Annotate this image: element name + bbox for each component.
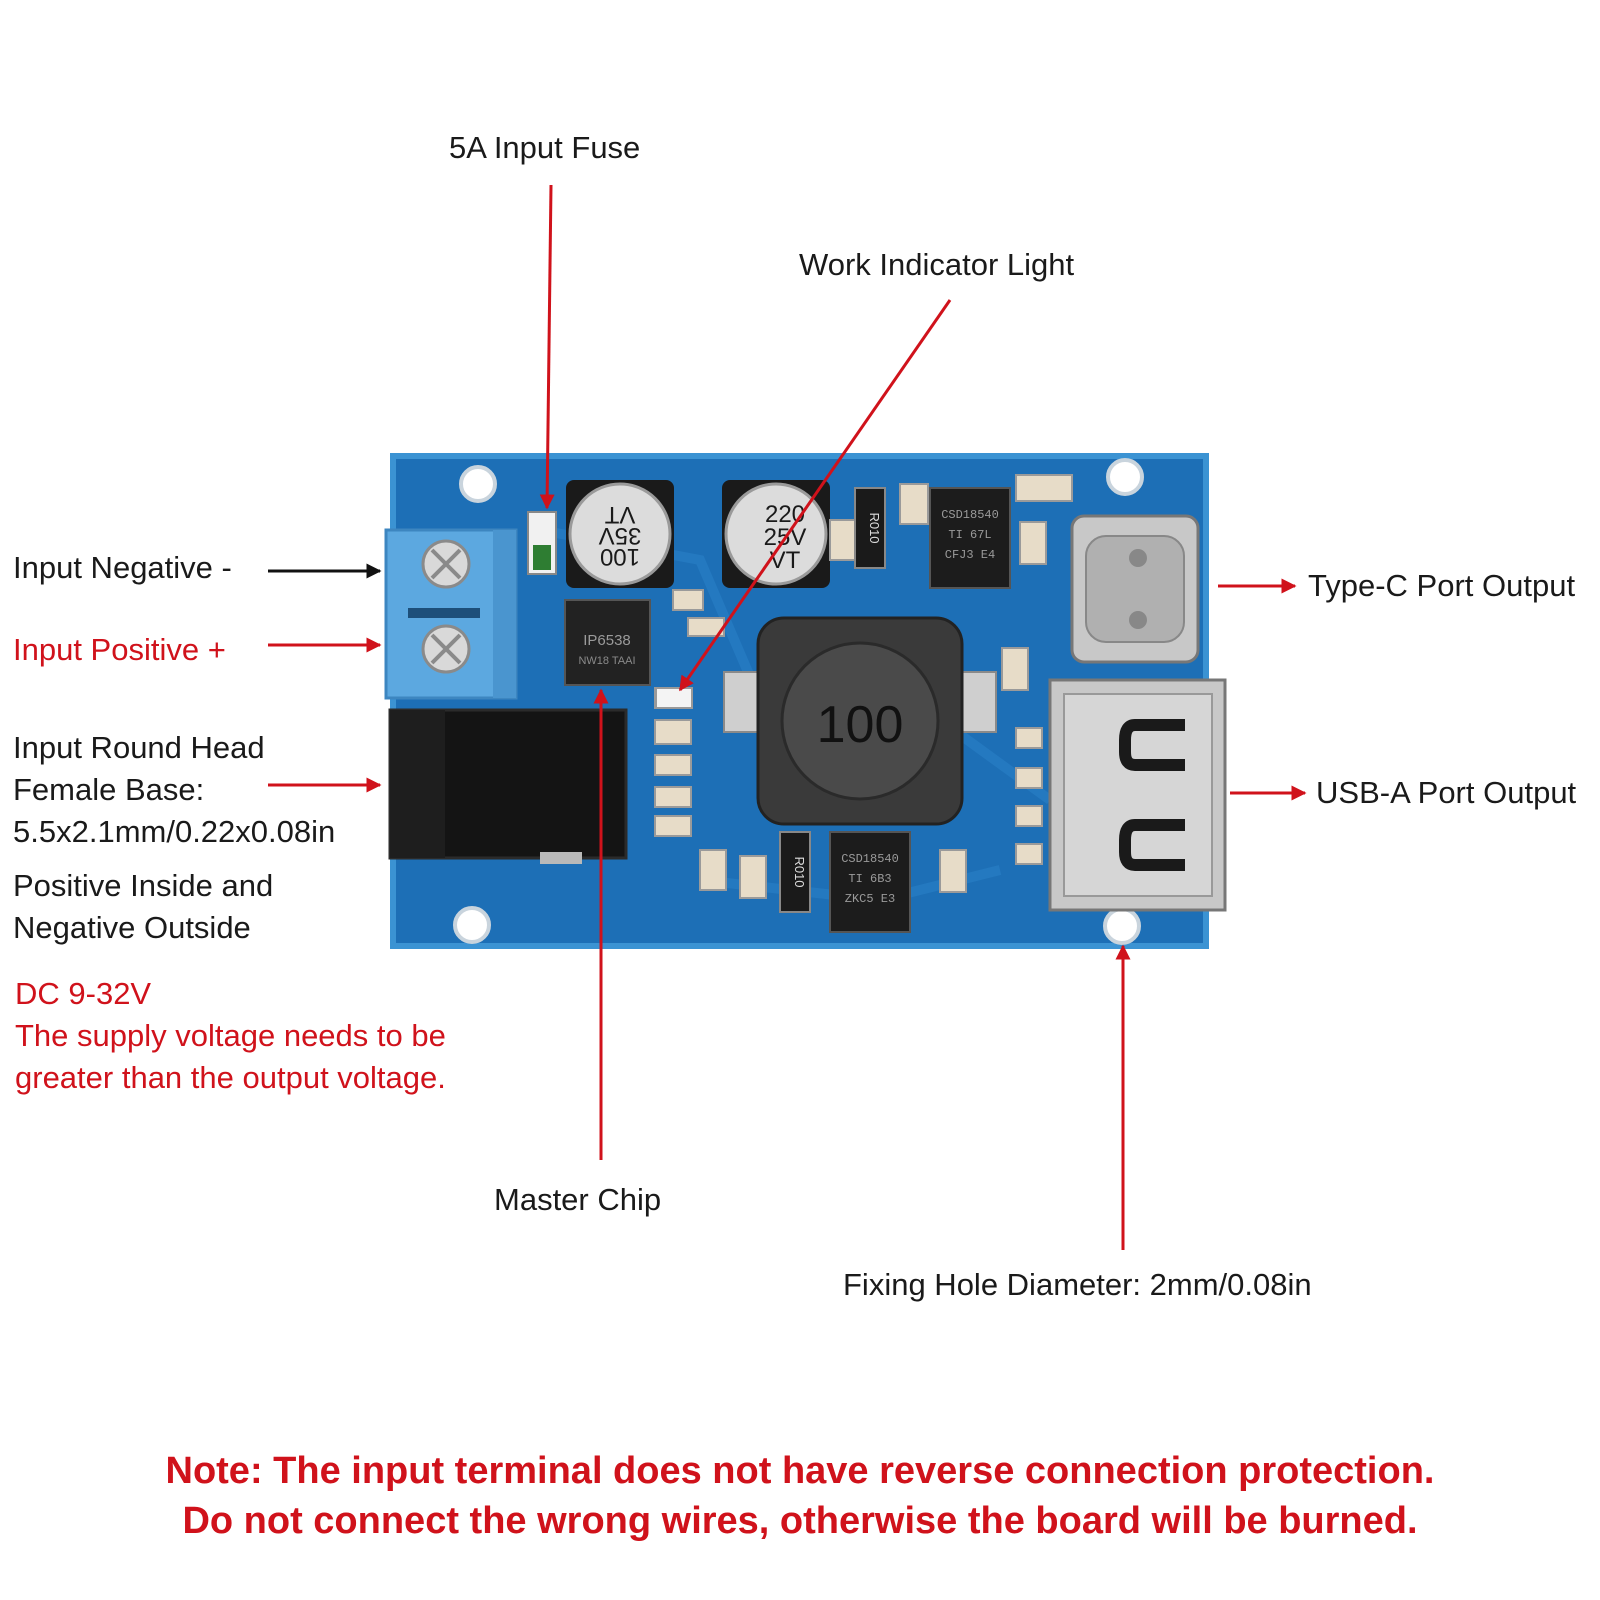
screw-terminal [384, 528, 518, 700]
smd-components [654, 474, 1073, 899]
mosfet1-text3: CFJ3 E4 [945, 548, 995, 562]
sense-resistor-top: R010 [854, 487, 886, 569]
label-round-head-1: Input Round Head [13, 730, 265, 765]
label-supply-1: The supply voltage needs to be [15, 1018, 446, 1053]
capacitor-220uf: 220 25V VT [722, 480, 830, 588]
label-work-indicator: Work Indicator Light [799, 247, 1075, 282]
mosfet1-text1: CSD18540 [941, 508, 999, 522]
label-polarity-1: Positive Inside and [13, 868, 274, 903]
label-usb-a: USB-A Port Output [1316, 775, 1577, 810]
res-bottom-text: R010 [792, 856, 807, 887]
sense-resistor-bottom: R010 [779, 831, 811, 913]
master-chip: IP6538 NW18 TAAI [564, 599, 651, 686]
label-type-c: Type-C Port Output [1308, 568, 1576, 603]
label-supply-2: greater than the output voltage. [15, 1060, 446, 1095]
type-c-connector [1070, 514, 1200, 664]
cap1-text1: VT [604, 501, 635, 528]
note-line-1: Note: The input terminal does not have r… [165, 1450, 1435, 1492]
mounting-hole [1106, 458, 1144, 496]
label-master-chip: Master Chip [494, 1182, 662, 1217]
res-top-text: R010 [867, 512, 882, 543]
usb-a-connector [1048, 678, 1227, 912]
inductor-text: 100 [817, 696, 904, 754]
cap2-text3: VT [770, 547, 801, 574]
mosfet-bottom: CSD18540 TI 6B3 ZKC5 E3 [829, 831, 911, 933]
label-round-head-3: 5.5x2.1mm/0.22x0.08in [13, 814, 336, 849]
capacitor-100uf: VT 35V 100 [566, 480, 674, 588]
chip-text1: IP6538 [583, 632, 631, 649]
label-input-positive: Input Positive + [13, 632, 226, 667]
cap1-text2: 35V [599, 522, 642, 549]
mosfet2-text2: TI 6B3 [848, 872, 891, 886]
input-fuse [527, 511, 557, 575]
label-round-head-2: Female Base: [13, 772, 205, 807]
label-input-negative: Input Negative - [13, 550, 232, 585]
mosfet2-text3: ZKC5 E3 [845, 892, 895, 906]
dc-barrel-jack [388, 708, 628, 864]
mounting-hole [1103, 907, 1141, 945]
arrow-work-light [678, 299, 952, 692]
mounting-hole [459, 465, 497, 503]
label-dc-range: DC 9-32V [15, 976, 152, 1011]
power-inductor: 100 [723, 616, 997, 826]
work-indicator-led [655, 687, 693, 709]
mosfet2-text1: CSD18540 [841, 852, 899, 866]
cap2-text1: 220 [765, 501, 805, 528]
mosfet-top: CSD18540 TI 67L CFJ3 E4 [929, 487, 1011, 589]
label-fuse: 5A Input Fuse [449, 130, 641, 165]
mounting-holes [453, 458, 1144, 945]
label-fixing-hole: Fixing Hole Diameter: 2mm/0.08in [843, 1267, 1312, 1302]
label-polarity-2: Negative Outside [13, 910, 251, 945]
mosfet1-text2: TI 67L [948, 528, 991, 542]
cap1-text3: 100 [600, 543, 640, 570]
note-line-2: Do not connect the wrong wires, otherwis… [182, 1500, 1418, 1542]
chip-text2: NW18 TAAI [578, 655, 635, 667]
callout-lines [268, 184, 1307, 1250]
arrow-fuse [539, 184, 555, 510]
mounting-hole [453, 906, 491, 944]
